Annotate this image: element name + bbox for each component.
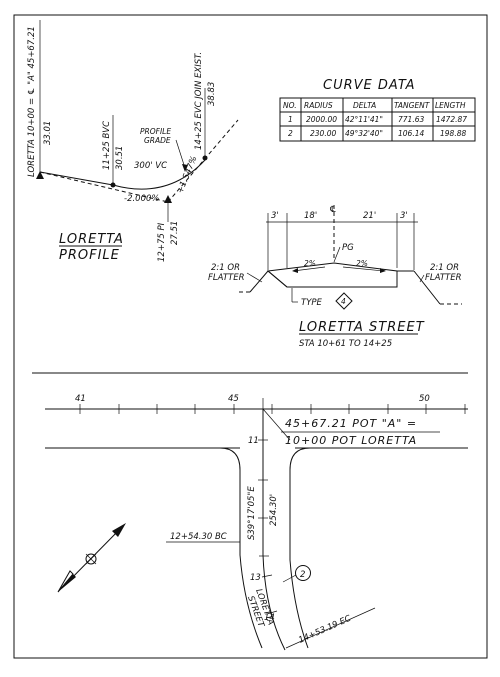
bvc-point-icon bbox=[110, 182, 116, 188]
type-number: 4 bbox=[341, 297, 346, 306]
dim-left-lane: 18' bbox=[304, 211, 317, 221]
vertical-curve bbox=[39, 159, 206, 190]
profile-grade-negative: -2.000% bbox=[124, 194, 159, 204]
profile-subtitle: PROFILE bbox=[59, 248, 120, 263]
table-cell: 1472.87 bbox=[436, 115, 467, 124]
profile-bvc-station: 11+25 BVC bbox=[102, 121, 112, 170]
table-cell: 42°11'41" bbox=[345, 115, 383, 124]
station-label-50: 50 bbox=[419, 394, 430, 404]
street-section-title: LORETTA STREET bbox=[299, 320, 425, 335]
profile-grade-positive: +1.547% bbox=[176, 155, 200, 195]
profile-bvc-elev: 30.51 bbox=[115, 146, 125, 170]
plan-view: 41 45 50 45+67.21 POT "A" = 10+00 POT LO… bbox=[32, 372, 468, 651]
curve-number-bubble bbox=[295, 565, 311, 581]
table-header-length: LENGTH bbox=[435, 101, 466, 110]
table-header-no: NO. bbox=[283, 101, 297, 110]
loretta-distance: 254.30' bbox=[269, 494, 279, 526]
north-arrow-icon bbox=[57, 523, 126, 593]
left-slope-label: FLATTER bbox=[208, 273, 245, 283]
loretta-centerline bbox=[262, 409, 286, 651]
table-cell: 106.14 bbox=[398, 129, 424, 138]
centerline-symbol: ℄ bbox=[329, 205, 337, 215]
ec-label: 14+53.19 EC bbox=[297, 614, 353, 646]
profile-evc-elev: 38.83 bbox=[207, 82, 217, 106]
loretta-station-13: 13 bbox=[250, 573, 261, 583]
type-label: TYPE bbox=[301, 298, 323, 308]
station-marker-icon bbox=[36, 171, 44, 179]
loretta-bearing: S39°17'05"E bbox=[247, 486, 257, 540]
curve-number: 2 bbox=[300, 570, 305, 580]
table-cell: 198.88 bbox=[440, 129, 466, 138]
curve-data-title: CURVE DATA bbox=[323, 78, 415, 93]
profile-loretta-elev: 33.01 bbox=[43, 121, 53, 145]
profile-loretta-station: LORETTA 10+00 = ℄ "A" 45+67.21 bbox=[27, 26, 37, 177]
slope-right: 2% bbox=[356, 259, 368, 268]
loretta-left-edge bbox=[219, 447, 263, 649]
table-header-radius: RADIUS bbox=[304, 101, 333, 110]
loretta-right-edge bbox=[289, 447, 311, 649]
left-slope-label: 2:1 OR bbox=[211, 263, 240, 273]
loretta-station-11: 11 bbox=[248, 436, 259, 446]
curve-data-table: NO. RADIUS DELTA TANGENT LENGTH 1 2000.0… bbox=[279, 97, 476, 142]
table-cell: 230.00 bbox=[310, 129, 336, 138]
profile-title: LORETTA bbox=[59, 232, 124, 247]
profile-pi-elev: 27.51 bbox=[170, 221, 180, 245]
table-cell: 49°32'40" bbox=[345, 129, 383, 138]
bc-label: 12+54.30 BC bbox=[170, 532, 227, 542]
pot-equation-line1: 45+67.21 POT "A" = bbox=[285, 417, 417, 430]
evc-point-icon bbox=[202, 155, 208, 161]
table-header-tangent: TANGENT bbox=[394, 101, 431, 110]
station-label-45: 45 bbox=[228, 394, 239, 404]
table-cell: 2000.00 bbox=[306, 115, 337, 124]
profile-pi-station: 12+75 PI bbox=[157, 222, 167, 262]
dim-left-shoulder: 3' bbox=[271, 211, 279, 221]
loretta-station-14: 14 bbox=[264, 613, 275, 623]
left-side-slope bbox=[249, 270, 269, 293]
profile-vc-length: 300' VC bbox=[134, 161, 167, 171]
station-label-41: 41 bbox=[75, 394, 86, 404]
dim-right-shoulder: 3' bbox=[400, 211, 408, 221]
table-cell: 771.63 bbox=[398, 115, 424, 124]
profile-view: LORETTA 10+00 = ℄ "A" 45+67.21 33.01 11+… bbox=[27, 20, 239, 263]
dim-right-lane: 21' bbox=[363, 211, 376, 221]
profile-evc-station: 14+25 EVC JOIN EXIST. bbox=[194, 52, 204, 150]
table-header-delta: DELTA bbox=[353, 101, 376, 110]
right-side-slope bbox=[413, 270, 441, 305]
station-ticks bbox=[79, 404, 466, 414]
profile-grade-label: GRADE bbox=[144, 136, 171, 145]
type-diamond-icon bbox=[335, 292, 353, 310]
table-cell: 1 bbox=[288, 115, 293, 124]
typical-section: 3' 18' ℄ 21' 3' PG 2% 2% 2:1 OR FLATTER … bbox=[208, 205, 462, 349]
pot-equation-line2: 10+00 POT LORETTA bbox=[285, 434, 417, 447]
sheet-border bbox=[13, 14, 488, 659]
right-slope-label: 2:1 OR bbox=[430, 263, 459, 273]
right-slope-label: FLATTER bbox=[425, 273, 462, 283]
pg-label: PG bbox=[342, 243, 354, 253]
table-cell: 2 bbox=[288, 129, 293, 138]
pi-marker-icon bbox=[164, 195, 172, 203]
street-section-range: STA 10+61 TO 14+25 bbox=[299, 339, 392, 349]
slope-left: 2% bbox=[304, 259, 316, 268]
profile-grade-label: PROFILE bbox=[140, 127, 171, 136]
